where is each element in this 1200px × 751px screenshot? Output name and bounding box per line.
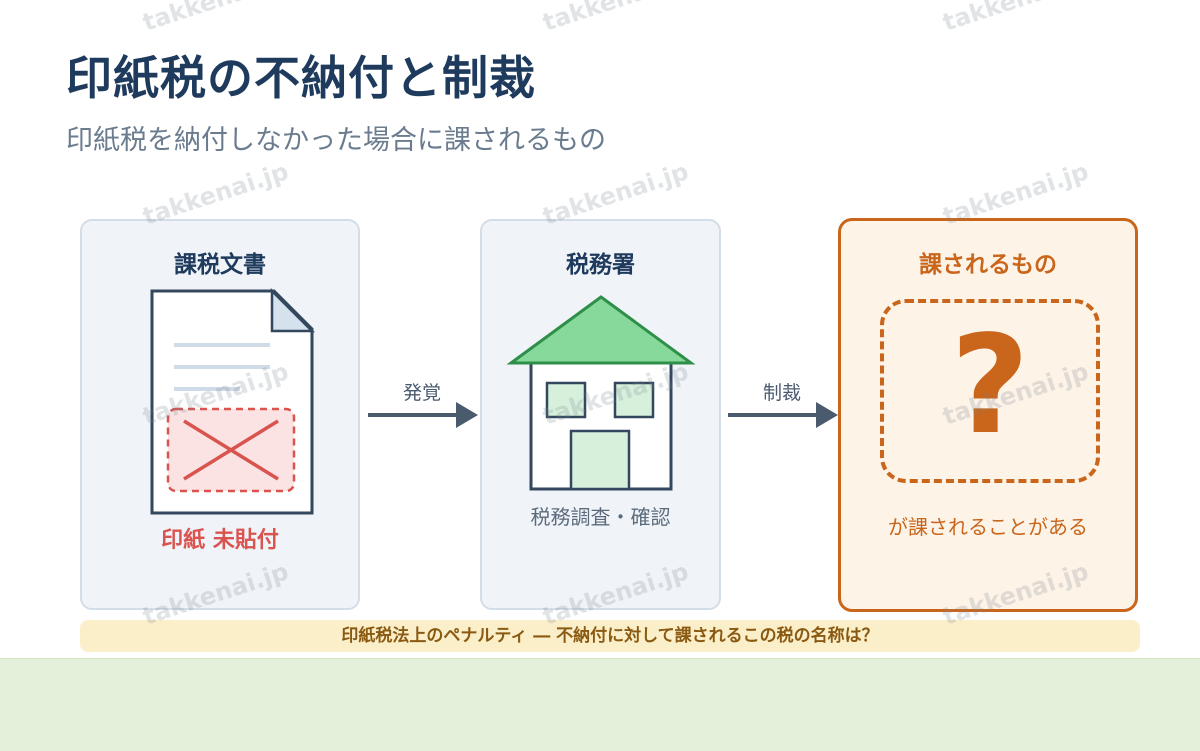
page-subtitle: 印紙税を納付しなかった場合に課されるもの [66,125,606,156]
hidden-answer-box: ? [880,299,1100,483]
document-panel-title: 課税文書 [174,252,266,278]
watermark: takkenai.jp [539,0,692,37]
document-panel: 課税文書 印紙 未貼付 [80,219,360,610]
tax-office-building-icon [506,295,696,491]
missing-stamp-mark [166,407,296,493]
tax-office-panel-title: 税務署 [566,252,635,278]
discovery-arrow-icon [368,402,478,428]
penalty-question-note: 印紙税法上のペナルティ ― 不納付に対して課されるこの税の名称は？ [80,620,1140,652]
document-icon [150,287,316,515]
sanction-arrow-label: 制裁 [762,382,801,404]
unstamped-label: 印紙 未貼付 [161,528,279,553]
question-mark-icon: ? [950,307,1030,465]
tax-office-panel: 税務署 税務調査・確認 [480,219,721,610]
page-title: 印紙税の不納付と制裁 [66,51,536,105]
sanction-arrow-icon [728,402,838,428]
tax-investigation-label: 税務調査・確認 [530,505,671,529]
imposed-caption: が課されることがある [888,515,1088,539]
watermark: takkenai.jp [139,0,292,37]
watermark: takkenai.jp [939,0,1092,37]
discovery-arrow-label: 発覚 [402,382,441,404]
bottom-band [0,658,1200,751]
result-panel: 課されるもの ? が課されることがある [838,218,1138,612]
result-panel-title: 課されるもの [919,252,1057,278]
